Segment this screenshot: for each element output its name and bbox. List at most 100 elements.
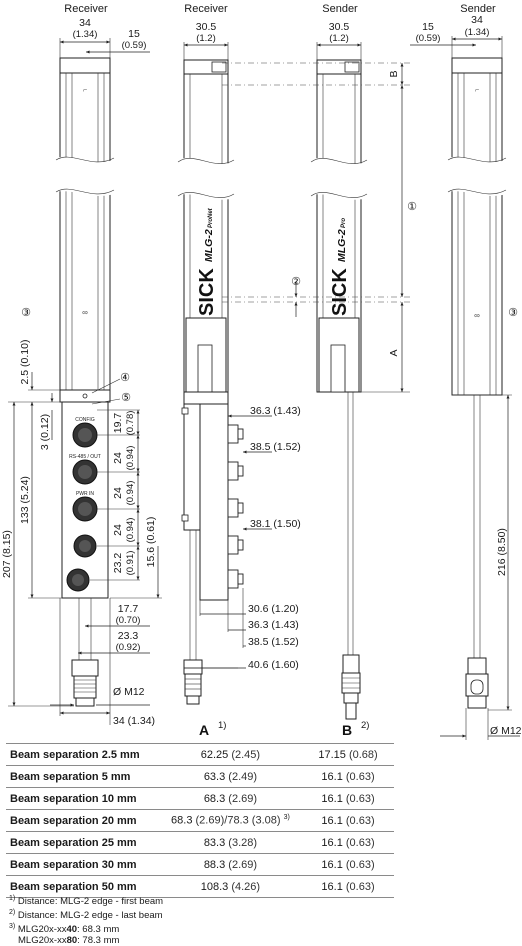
- logo-brand-sender: SICK: [329, 268, 351, 316]
- dim-30-6: 30.6 (1.20): [248, 603, 299, 615]
- connector-label-config: CONFIG: [75, 417, 95, 423]
- marker-3-right: ③: [508, 307, 518, 319]
- marker-1: ①: [407, 201, 417, 213]
- footnotes: 1) Distance: MLG-2 edge - first beam 2) …: [9, 893, 163, 946]
- column-b-sup: 2): [361, 720, 369, 731]
- row-label: Beam separation 2.5 mm: [6, 743, 159, 766]
- table-row: Beam separation 25 mm 83.3 (3.28) 16.1 (…: [6, 831, 394, 854]
- side-dims: 36.3 (1.43) 38.5 (1.52) 38.1 (1.50) 30.6…: [184, 405, 301, 671]
- value-a: 68.3 (2.69)/78.3 (3.08) 3): [158, 809, 303, 832]
- right-dims: 216 (8.50) Ø M12: [440, 394, 522, 740]
- beam-separation-table: Beam separation 2.5 mm 62.25 (2.45) 17.1…: [6, 743, 394, 898]
- row-label: Beam separation 25 mm: [6, 831, 159, 854]
- marker-2: ②: [291, 276, 301, 288]
- receiver-side-view: SICK MLG-2 ProNet: [172, 59, 244, 705]
- dim-17-7: 17.7: [118, 603, 139, 615]
- footnote-2: 2) Distance: MLG-2 edge - last beam: [9, 909, 163, 922]
- value-b: 16.1 (0.63): [302, 831, 394, 854]
- row-label: Beam separation 30 mm: [6, 853, 159, 876]
- connector-5: [66, 568, 90, 592]
- dim-15-b: 15: [422, 21, 434, 33]
- marker-3-left: ③: [21, 307, 31, 319]
- dim-30-5-a-in: (1.2): [196, 33, 216, 44]
- svg-text:⌐: ⌐: [83, 87, 87, 94]
- dim-19-7: 19.7: [112, 413, 124, 434]
- receiver-front-view: ⌐ ∞: [50, 57, 120, 707]
- value-a: 88.3 (2.69): [158, 853, 303, 876]
- value-a: 63.3 (2.49): [158, 765, 303, 788]
- column-a-label: A: [199, 722, 209, 738]
- row-label: Beam separation 20 mm: [6, 809, 159, 832]
- dim-24-c-in: (0.94): [125, 518, 136, 543]
- dim-36-3-b: 36.3 (1.43): [248, 619, 299, 631]
- top-width-dims: 34 (1.34) 15 (0.59) 30.5 (1.2) 30.5 (1.2…: [59, 14, 503, 60]
- header-sender-front: Sender: [460, 3, 496, 15]
- dim-216: 216 (8.50): [496, 528, 508, 576]
- footnote-1: 1) Distance: MLG-2 edge - first beam: [9, 895, 164, 908]
- sender-side-view: SICK MLG-2 Pro: [305, 59, 373, 720]
- header-sender-side: Sender: [322, 3, 358, 15]
- marker-4: ④: [120, 372, 130, 384]
- value-a: 83.3 (3.28): [158, 831, 303, 854]
- dim-15: 15: [128, 28, 140, 40]
- dim-17-7-in: (0.70): [116, 615, 141, 626]
- dim-34-in: (1.34): [73, 29, 98, 40]
- dim-23-3-in: (0.92): [116, 642, 141, 653]
- receiver-connectors: CONFIG RS-485 / OUT PWR IN: [66, 417, 101, 592]
- column-a-sup: 1): [218, 720, 226, 731]
- dim-15-in: (0.59): [122, 40, 147, 51]
- value-b: 16.1 (0.63): [302, 875, 394, 898]
- dim-38-5-b: 38.5 (1.52): [248, 636, 299, 648]
- dim-23-2: 23.2: [112, 553, 124, 574]
- value-b: 16.1 (0.63): [302, 787, 394, 810]
- value-a: 68.3 (2.69): [158, 787, 303, 810]
- header-receiver-side: Receiver: [184, 3, 228, 15]
- table-row: Beam separation 5 mm 63.3 (2.49) 16.1 (0…: [6, 765, 394, 788]
- dim-m12-right: Ø M12: [490, 725, 522, 737]
- svg-text:⌐: ⌐: [475, 87, 479, 94]
- svg-text:∞: ∞: [474, 311, 480, 320]
- marker-5: ⑤: [121, 392, 131, 404]
- svg-text:∞: ∞: [82, 308, 88, 317]
- value-b: 16.1 (0.63): [302, 853, 394, 876]
- footnote-3: 3) MLG20x-xx40: 68.3 mm: [9, 923, 120, 936]
- dim-34: 34: [79, 17, 91, 29]
- dimension-drawing: Receiver Receiver Sender Sender 34 (1.34…: [1, 3, 522, 740]
- table-row: Beam separation 10 mm 68.3 (2.69) 16.1 (…: [6, 787, 394, 810]
- dim-m12-left: Ø M12: [113, 686, 145, 698]
- dim-30-5-b: 30.5: [329, 21, 350, 33]
- dim-24-a: 24: [112, 452, 124, 464]
- dim-19-7-in: (0.78): [125, 411, 136, 436]
- dim-30-5-b-in: (1.2): [329, 33, 349, 44]
- dim-3: 3 (0.12): [39, 414, 51, 450]
- table-row: Beam separation 20 mm 68.3 (2.69)/78.3 (…: [6, 809, 394, 832]
- row-label: Beam separation 50 mm: [6, 875, 159, 898]
- dim-24-a-in: (0.94): [125, 446, 136, 471]
- dim-36-3-a: 36.3 (1.43): [250, 405, 301, 417]
- value-a: 108.3 (4.26): [158, 875, 303, 898]
- bottom-dims-col1: 17.7 (0.70) 23.3 (0.92) Ø M12 34 (1.34): [50, 598, 155, 727]
- connector-label-pwr-in: PWR IN: [76, 491, 94, 497]
- connector-config: CONFIG: [72, 417, 98, 448]
- logo-brand-receiver: SICK: [196, 268, 218, 316]
- dim-34-b: 34: [471, 14, 483, 26]
- row-label: Beam separation 10 mm: [6, 787, 159, 810]
- connector-4: [73, 534, 97, 558]
- connector-rs485: RS-485 / OUT: [69, 454, 101, 485]
- value-a: 62.25 (2.45): [158, 743, 303, 766]
- dim-30-5-a: 30.5: [196, 21, 217, 33]
- column-b-label: B: [342, 722, 352, 738]
- dim-24-b-in: (0.94): [125, 481, 136, 506]
- dim-24-c: 24: [112, 524, 124, 536]
- marker-a-dim: A: [388, 349, 400, 356]
- dim-15-b-in: (0.59): [416, 33, 441, 44]
- dim-24-b: 24: [112, 487, 124, 499]
- sender-front-view: ⌐ ∞: [442, 57, 512, 709]
- footnote-3b: MLG20x-xx80: 78.3 mm: [18, 935, 120, 946]
- logo-suffix-sender: Pro: [341, 218, 347, 228]
- value-b: 16.1 (0.63): [302, 809, 394, 832]
- dim-38-1: 38.1 (1.50): [250, 518, 301, 530]
- connector-pitch-dims: 19.7 (0.78) 24 (0.94) 24 (0.94) 24 (0.94…: [90, 409, 162, 599]
- logo-suffix-receiver: ProNet: [208, 207, 214, 228]
- dim-23-3: 23.3: [118, 630, 139, 642]
